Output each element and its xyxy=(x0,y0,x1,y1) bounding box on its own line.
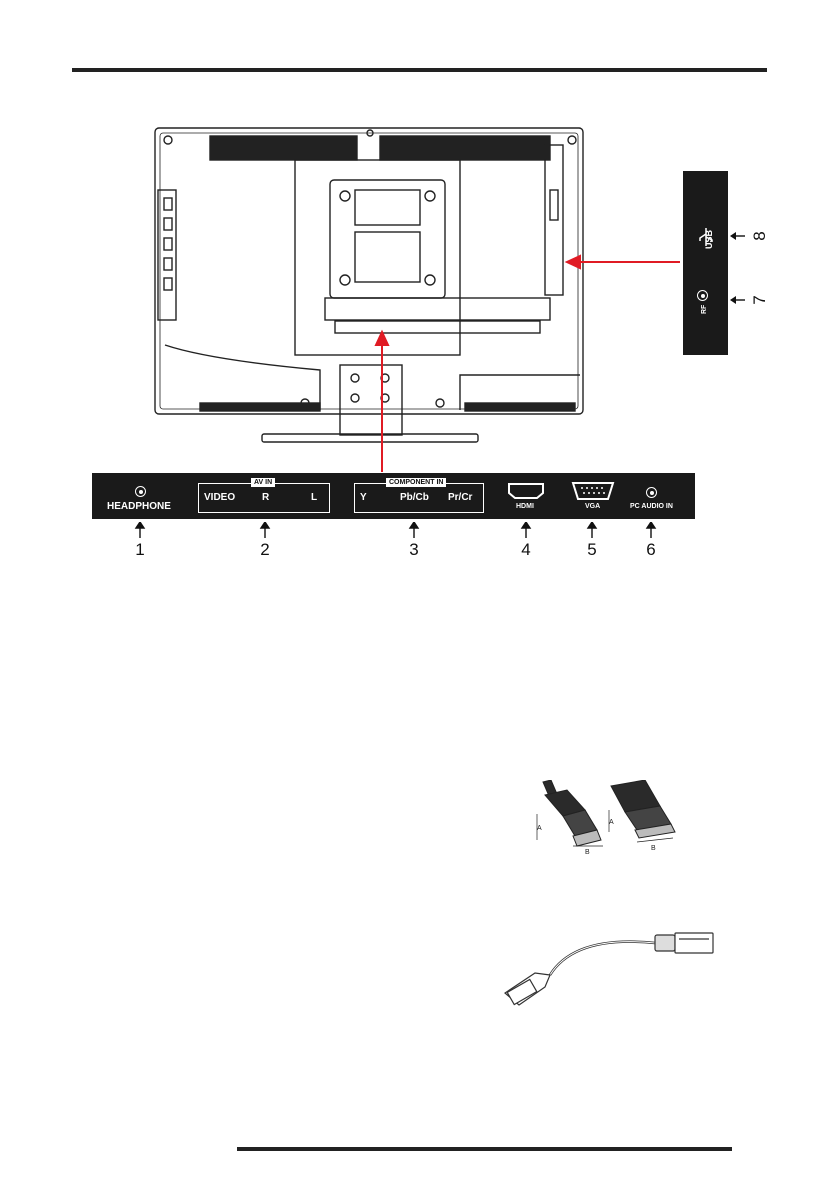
av-in-title: AV IN xyxy=(251,478,276,487)
headphone-label: HEADPHONE xyxy=(107,501,171,512)
callout-7: 7 xyxy=(730,290,770,310)
y-label: Y xyxy=(360,492,367,503)
callout-4: 4 xyxy=(521,540,531,559)
callout-5: 5 xyxy=(587,540,597,559)
vga-port-icon xyxy=(571,482,615,500)
callout-1: 1 xyxy=(135,540,145,559)
headphone-jack xyxy=(135,486,146,497)
hdmi-label: HDMI xyxy=(516,503,534,510)
pc-audio-jack xyxy=(646,487,657,498)
rf-label: RF xyxy=(701,304,708,314)
bottom-connector-panel: HEADPHONE AV IN VIDEO R L COMPONENT IN Y… xyxy=(92,473,695,519)
hdmi-dim-b2: B xyxy=(651,845,656,852)
callout-arrows xyxy=(374,254,680,472)
rf-jack xyxy=(697,290,708,301)
callout-2: 2 xyxy=(260,540,270,559)
pb-label: Pb/Cb xyxy=(400,492,429,503)
bottom-rule xyxy=(237,1147,732,1151)
tv-rear-illustration xyxy=(154,127,584,443)
usb-label: USB xyxy=(704,229,714,249)
hdmi-dim-a1: A xyxy=(537,825,542,832)
l-label: L xyxy=(311,492,318,503)
hdmi-dim-b1: B xyxy=(585,849,590,855)
side-connector-panel: USB RF xyxy=(683,171,728,355)
r-label: R xyxy=(262,492,270,503)
callout-up-arrows xyxy=(134,522,657,538)
pc-audio-label: PC AUDIO IN xyxy=(630,503,673,510)
top-rule xyxy=(72,68,767,72)
hdmi-plug-illustration: A B A B xyxy=(536,780,676,855)
callout-6: 6 xyxy=(646,540,656,559)
hdmi-dim-a2: A xyxy=(609,819,614,826)
component-in-title: COMPONENT IN xyxy=(386,478,447,487)
usb-cable-illustration xyxy=(504,932,714,1006)
usb-icon xyxy=(699,228,713,246)
vga-label: VGA xyxy=(585,503,601,510)
callout-3: 3 xyxy=(409,540,419,559)
callout-8: 8 xyxy=(730,226,770,246)
pr-label: Pr/Cr xyxy=(448,492,473,503)
hdmi-port-icon xyxy=(508,483,544,499)
video-label: VIDEO xyxy=(204,492,236,503)
